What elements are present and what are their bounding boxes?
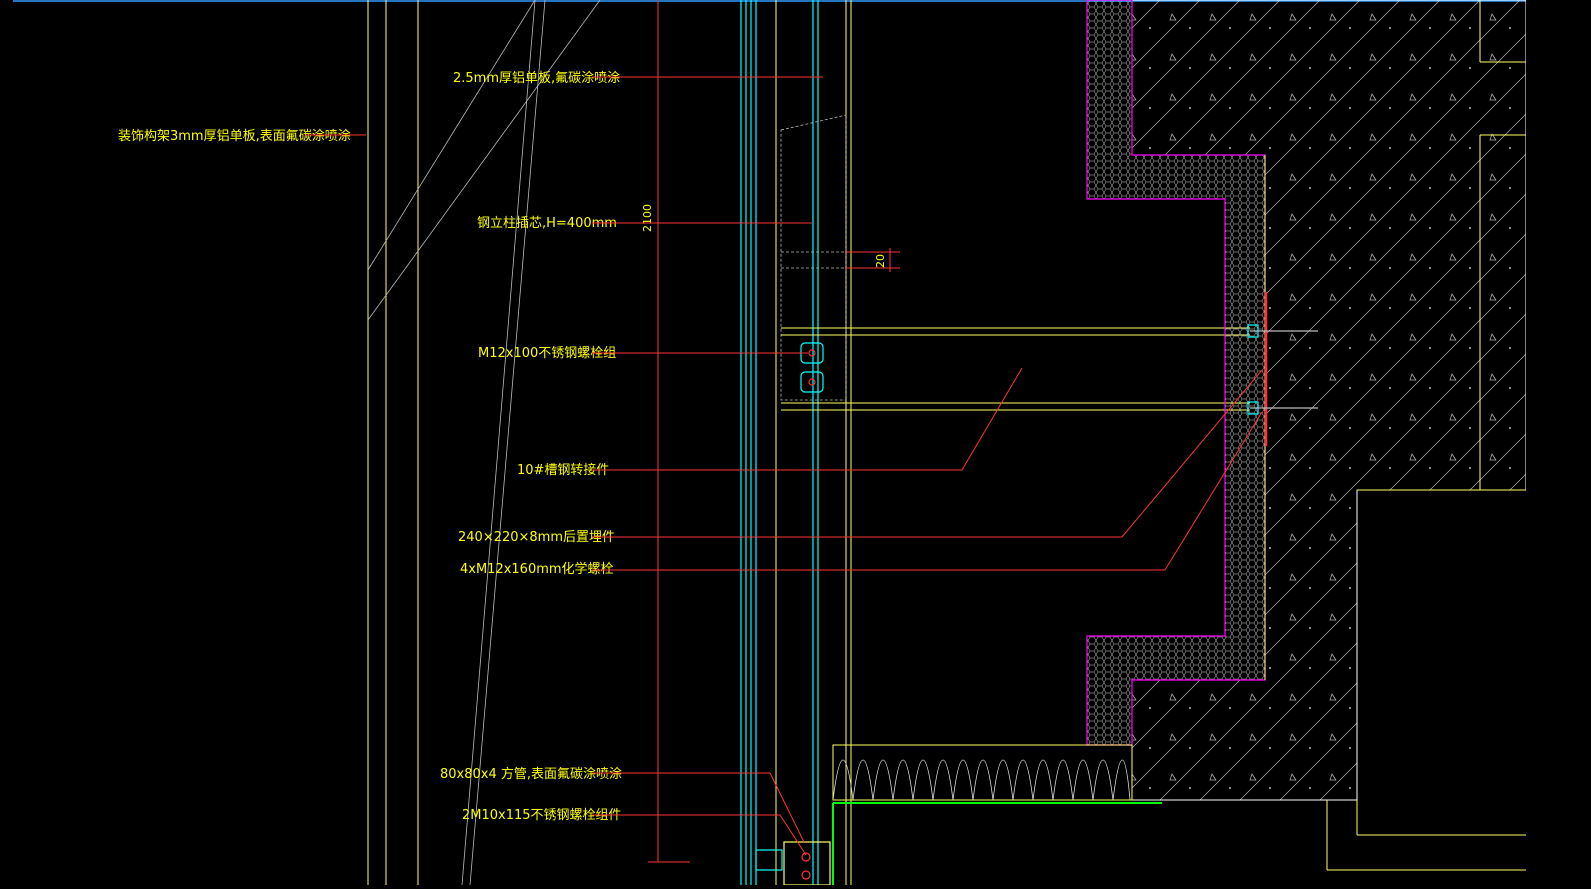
label-bolt-assembly: 2M10x115不锈钢螺栓组件 — [462, 808, 622, 823]
label-channel-steel: 10#槽钢转接件 — [517, 462, 609, 478]
label-steel-core: 钢立柱插芯,H=400mm — [477, 216, 617, 231]
label-square-tube: 80x80x4 方管,表面氟碳涂喷涂 — [440, 766, 622, 782]
bottom-insulation-arcs — [832, 759, 1131, 801]
label-embed-plate: 240×220×8mm后置埋件 — [458, 530, 615, 545]
dimension-2100-line — [648, 0, 690, 863]
square-tube-detail — [755, 841, 831, 886]
glass-mullion-lines — [740, 0, 819, 885]
annotation-square-tube: 80x80x4 方管,表面氟碳涂喷涂 — [440, 766, 805, 843]
annotation-bolt-group: M12x100不锈钢螺栓组 — [478, 346, 808, 361]
label-bolt-group: M12x100不锈钢螺栓组 — [478, 346, 616, 361]
annotation-chem-bolt: 4xM12x160mm化学螺栓 — [460, 411, 1263, 577]
annotation-decor-truss: 装饰构架3mm厚铝单板,表面氟碳涂喷涂 — [118, 128, 366, 144]
annotation-embed-plate: 240×220×8mm后置埋件 — [458, 369, 1263, 545]
left-frame-border — [0, 0, 13, 885]
right-structure-lines — [1326, 0, 1526, 871]
right-frame-border — [1526, 0, 1591, 885]
label-alu-panel: 2.5mm厚铝单板,氟碳涂喷涂 — [453, 70, 620, 86]
bottom-insulation-box — [832, 744, 1133, 801]
label-chem-bolt: 4xM12x160mm化学螺栓 — [460, 561, 614, 577]
dimension-20-text: 20 — [874, 254, 887, 268]
dimension-2100-text: 2100 — [641, 204, 654, 232]
channel-steel-connector — [781, 327, 1250, 411]
frame-verticals — [775, 0, 852, 885]
steel-core-sleeve — [780, 114, 847, 401]
chemical-bolts — [1247, 324, 1318, 415]
bolt-group-symbols — [800, 342, 824, 393]
annotation-steel-core: 钢立柱插芯,H=400mm — [477, 216, 812, 231]
decor-truss-lines — [367, 0, 419, 885]
annotation-bolt-assembly: 2M10x115不锈钢螺栓组件 — [462, 808, 807, 856]
annotation-alu-panel: 2.5mm厚铝单板,氟碳涂喷涂 — [453, 70, 823, 86]
label-decor-truss: 装饰构架3mm厚铝单板,表面氟碳涂喷涂 — [118, 128, 351, 144]
diagonal-guide-lines — [367, 0, 601, 886]
annotation-channel-steel: 10#槽钢转接件 — [517, 367, 1023, 478]
gap-20-dimension — [846, 248, 900, 272]
